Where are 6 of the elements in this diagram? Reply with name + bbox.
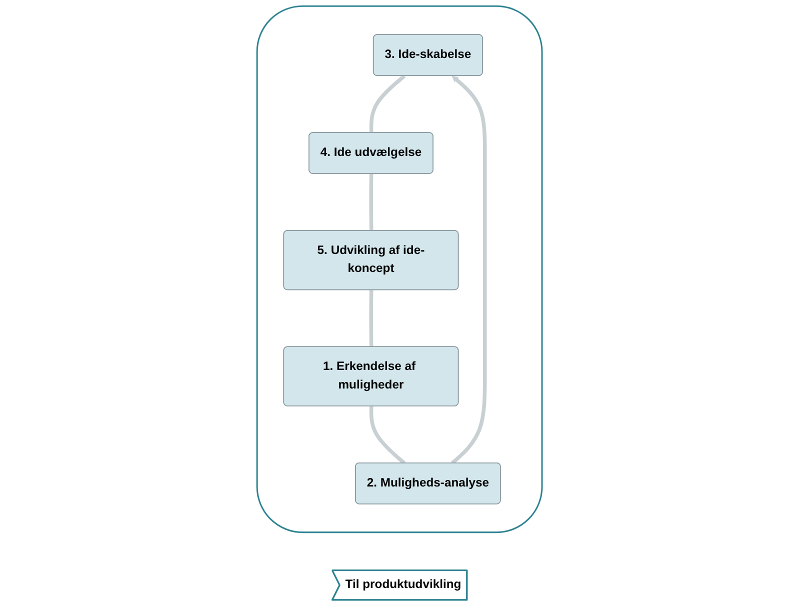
connector xyxy=(370,290,374,348)
connector xyxy=(370,406,406,465)
connector xyxy=(370,174,374,231)
connector xyxy=(370,74,406,133)
arrow xyxy=(451,76,488,465)
cluster xyxy=(256,5,544,534)
